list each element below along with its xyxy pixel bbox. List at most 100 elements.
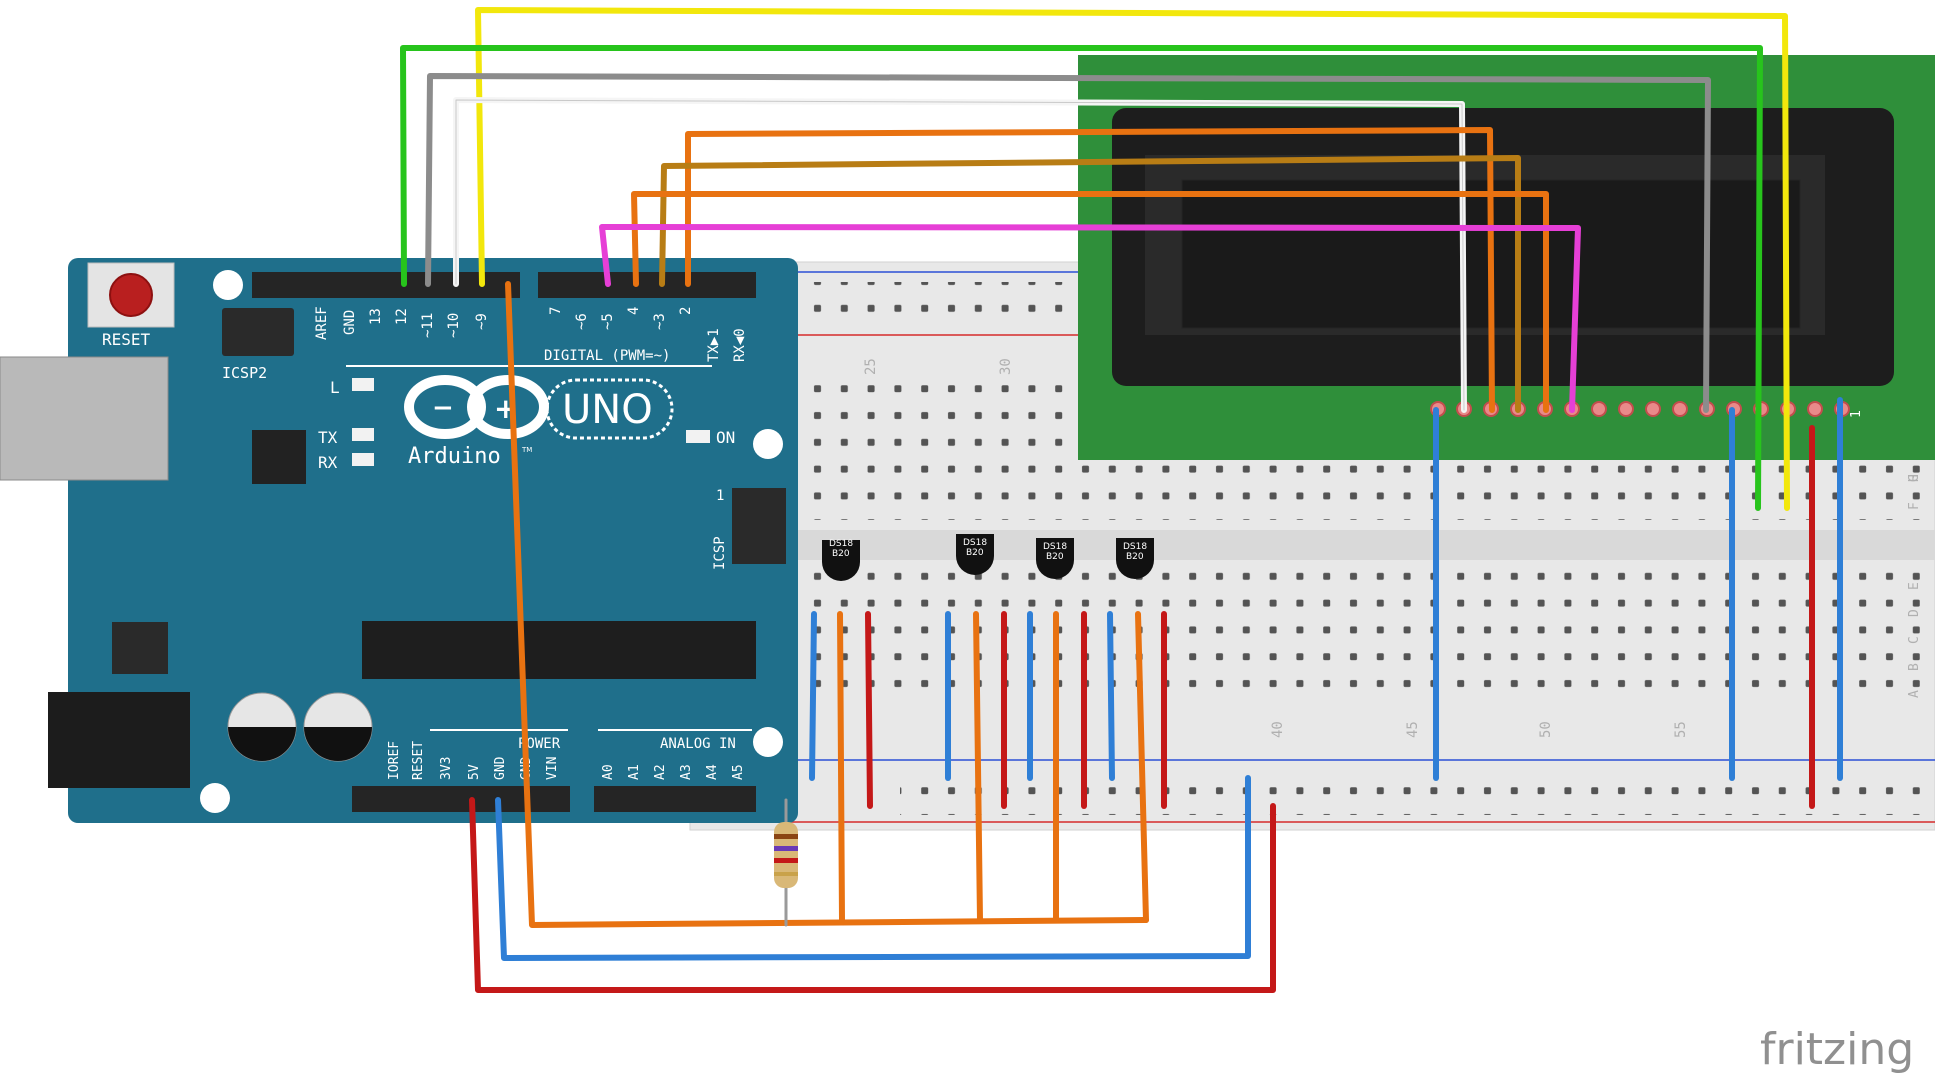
pin-label-6: ~6 [574, 313, 590, 330]
pin-label-11: ~11 [420, 313, 436, 338]
led-tx [352, 428, 374, 441]
pin-label-ioref: IOREF [387, 741, 402, 780]
analog-header-label: ANALOG IN [660, 736, 736, 752]
pin-label-9: ~9 [474, 313, 490, 330]
analog-header [594, 786, 756, 812]
led-rx [352, 453, 374, 466]
wire-orange-data-bus [505, 281, 1149, 928]
pin-label-5v: 5V [467, 764, 482, 780]
lcd-pin1-label: 1 [1849, 410, 1864, 418]
pin-label-5: ~5 [600, 313, 616, 330]
reset-button[interactable] [87, 262, 175, 328]
bb-row-d: D [1907, 609, 1922, 617]
icsp-pin1-label: 1 [716, 488, 724, 504]
icsp-header [732, 488, 786, 564]
icsp2-header [222, 308, 294, 356]
bb-col-40: 40 [1270, 721, 1286, 738]
pin-label-13: 13 [368, 308, 384, 325]
bb-row-g: G [1907, 474, 1922, 482]
pin-label-a5: A5 [731, 764, 746, 780]
on-label: ON [716, 428, 735, 447]
bb-col-45: 45 [1405, 721, 1421, 738]
voltage-regulator [112, 622, 168, 674]
pin-label-gnd1: GND [493, 756, 508, 780]
usb-connector [0, 356, 169, 481]
bb-row-a: A [1907, 690, 1922, 698]
pin-label-vin: VIN [545, 757, 560, 780]
pin-label-gnd: GND [342, 310, 358, 335]
pin-label-4: 4 [626, 307, 642, 315]
led-l-label: L [330, 378, 340, 397]
pin-label-tx1: TX▶1 [706, 328, 722, 362]
pin-label-3v3: 3V3 [439, 757, 454, 780]
bb-col-30: 30 [998, 358, 1014, 375]
bb-row-c: C [1907, 636, 1922, 644]
wire-red-5v [469, 797, 1276, 993]
digital-header-right [538, 272, 756, 298]
pin-label-rx0: RX◀0 [732, 328, 748, 362]
pin-label-reset: RESET [411, 741, 426, 780]
sensor-3-line2: B20 [1046, 552, 1064, 562]
pin-label-a0: A0 [601, 764, 616, 780]
uno-badge: UNO [545, 378, 674, 440]
pin-label-a1: A1 [627, 764, 642, 780]
pin-label-12: 12 [394, 308, 410, 325]
brand-label: Arduino [408, 444, 501, 469]
sensor-3: DS18 B20 [1036, 538, 1074, 579]
digital-header-left [252, 272, 520, 298]
pin-label-a2: A2 [653, 764, 668, 780]
pin-label-10: ~10 [446, 313, 462, 338]
bb-col-25: 25 [863, 358, 879, 375]
wire-blue-gnd [495, 775, 1251, 961]
sensor-2-line2: B20 [966, 548, 984, 558]
usb-chip [252, 430, 306, 484]
dc-jack [48, 692, 190, 788]
sensor-4: DS18 B20 [1116, 538, 1154, 579]
pin-label-7: 7 [548, 307, 564, 315]
wire-grey [425, 73, 1711, 413]
power-header [352, 786, 570, 812]
sensor-1-line2: B20 [832, 549, 850, 559]
icsp-label: ICSP [712, 536, 728, 570]
sensor-1-line1: DS18 [829, 539, 853, 549]
lcd-module: 1 [1078, 55, 1935, 460]
led-l [352, 378, 374, 391]
wire-yellow [475, 7, 1790, 511]
pin-label-a4: A4 [705, 764, 720, 780]
bb-row-e: E [1907, 582, 1922, 590]
mcu-chip [362, 621, 756, 679]
tm-label: TM [521, 446, 532, 454]
led-rx-label: RX [318, 453, 338, 472]
resistor [774, 822, 798, 888]
wire-orange-d4 [631, 191, 1549, 413]
sensor-4-line2: B20 [1126, 552, 1144, 562]
pin-label-a3: A3 [679, 764, 694, 780]
wires [400, 7, 1843, 993]
power-header-label: POWER [518, 736, 561, 752]
model-label: UNO [562, 387, 653, 433]
pin-label-aref: AREF [314, 306, 330, 340]
bb-row-h: H [1907, 474, 1922, 482]
sensor-2: DS18 B20 [956, 534, 994, 575]
bb-row-f: F [1907, 502, 1922, 510]
sensor-1: DS18 B20 [822, 539, 860, 581]
bb-col-55: 55 [1673, 721, 1689, 738]
wire-green [400, 45, 1763, 511]
pin-label-2: 2 [678, 307, 694, 315]
wire-magenta-d5 [599, 224, 1581, 413]
icsp2-label: ICSP2 [222, 364, 267, 382]
sensor-4-line1: DS18 [1123, 542, 1147, 552]
sensor-3-line1: DS18 [1043, 542, 1067, 552]
bb-col-50: 50 [1538, 721, 1554, 738]
pin-label-3: ~3 [652, 313, 668, 330]
arduino-uno: RESET ICSP2 AREF GND 13 12 ~11 ~10 ~9 7 … [0, 258, 798, 823]
wire-orange-d2 [685, 127, 1495, 413]
led-on [686, 430, 710, 443]
fritzing-watermark: fritzing [1760, 1024, 1914, 1074]
reset-label: RESET [102, 330, 151, 349]
sensor-2-line1: DS18 [963, 538, 987, 548]
led-tx-label: TX [318, 428, 338, 447]
digital-header-label: DIGITAL (PWM=~) [544, 348, 670, 364]
svg-text:−: − [432, 393, 454, 423]
